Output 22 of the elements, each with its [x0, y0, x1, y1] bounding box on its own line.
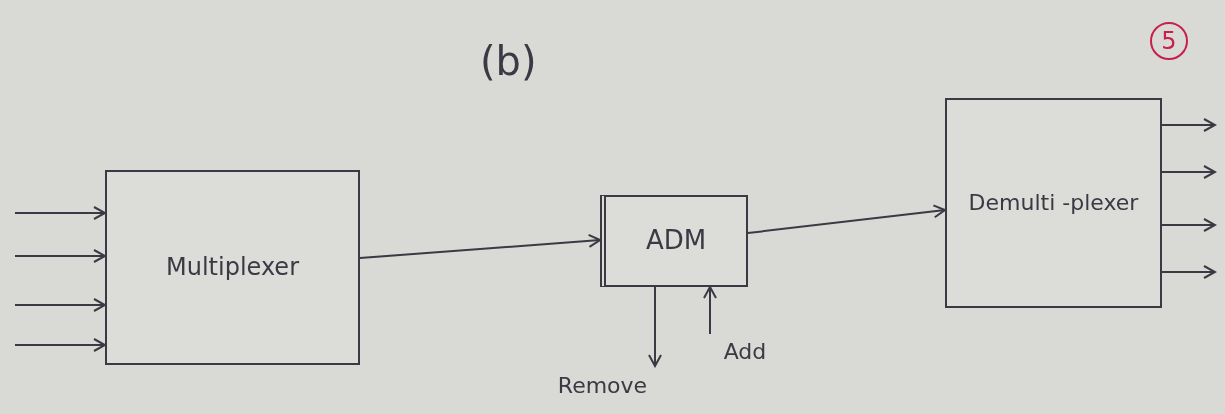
- arrow: [14, 206, 106, 220]
- diagram-title: (b): [480, 38, 537, 84]
- arrow: [14, 249, 106, 263]
- node-label: Add: [723, 338, 767, 366]
- arrow: [1161, 165, 1216, 179]
- arrow: [14, 298, 106, 312]
- arrow: [359, 233, 601, 259]
- arrow: [648, 286, 662, 367]
- arrow: [747, 204, 946, 234]
- circled-number: 5: [1150, 22, 1188, 60]
- box-label: Multiplexer: [166, 253, 299, 282]
- arrow: [1161, 218, 1216, 232]
- adm-box: [600, 195, 748, 287]
- arrow: [14, 338, 106, 352]
- multiplexer-box: [105, 170, 360, 365]
- node-label: Remove: [557, 372, 648, 400]
- arrow: [1161, 265, 1216, 279]
- demultiplexer-box: [945, 98, 1162, 308]
- box-label: ADM: [645, 225, 707, 257]
- arrow: [1161, 118, 1216, 132]
- arrow: [703, 286, 717, 335]
- box-label: Demulti -plexer: [968, 189, 1139, 217]
